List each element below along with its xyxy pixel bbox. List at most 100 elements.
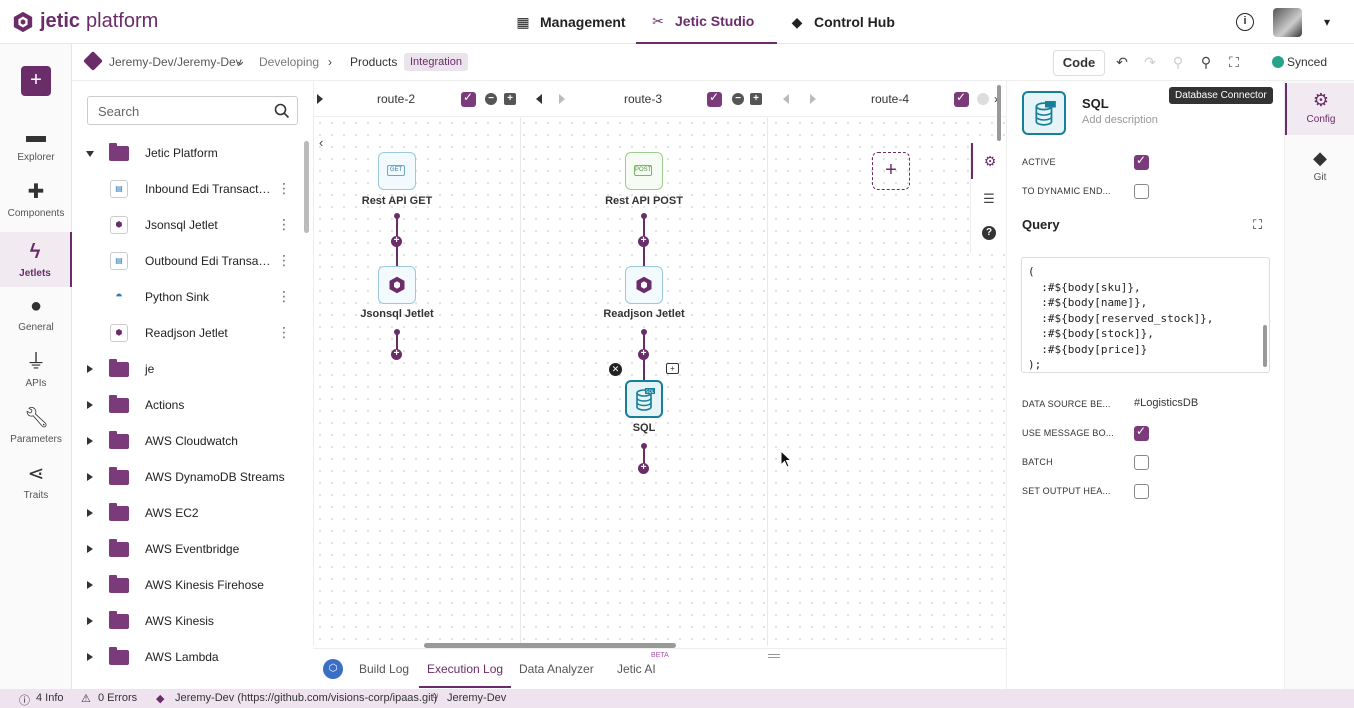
add-step-icon[interactable]: + [638,349,649,360]
tree-folder[interactable]: AWS EC2 [72,495,304,531]
breadcrumb-workspace[interactable]: Jeremy-Dev/Jeremy-Dev [109,55,242,69]
route-enabled-checkbox[interactable] [707,90,722,107]
caret-right-icon[interactable] [87,473,93,481]
tree-folder-root[interactable]: Jetic Platform [72,135,304,171]
caret-right-icon[interactable] [87,437,93,445]
collapse-panel-icon[interactable]: ‹ [319,135,324,150]
caret-right-icon[interactable] [87,365,93,373]
tab-execution-log[interactable]: Execution Log [427,662,504,676]
more-icon[interactable]: ⋮ [277,288,291,304]
search-input[interactable]: Search [87,96,298,125]
route-name[interactable]: route-4 [871,92,910,106]
list-item[interactable]: ◓ Python Sink ⋮ [72,279,304,315]
more-icon[interactable]: ⋮ [277,216,291,232]
tree-folder[interactable]: AWS Kinesis [72,603,304,639]
tree-folder[interactable]: Actions [72,387,304,423]
plus-square-icon[interactable]: + [750,93,762,105]
delete-step-icon[interactable]: ✕ [609,363,622,376]
rail-item-parameters[interactable]: 🔧︎ Parameters [0,406,72,462]
minus-icon[interactable]: − [732,93,744,105]
description-field[interactable]: Add description [1082,114,1158,126]
breadcrumb-project[interactable]: Products [350,55,398,69]
gear-icon[interactable]: ⚙ [971,143,1007,179]
tab-build-log[interactable]: Build Log [359,662,410,676]
use-message-body-checkbox[interactable] [1134,424,1149,441]
avatar[interactable] [1273,8,1302,37]
query-editor[interactable]: ( :#${body[sku]}, :#${body[name]}, :#${b… [1021,257,1270,373]
batch-checkbox[interactable] [1134,455,1149,470]
move-right-icon[interactable] [559,94,565,104]
rail-item-jetlets[interactable]: ϟ Jetlets [0,232,72,287]
minus-icon[interactable] [977,93,989,105]
duplicate-step-icon[interactable]: + [666,363,679,374]
more-icon[interactable]: ⋮ [277,324,291,340]
add-step-icon[interactable]: + [638,463,649,474]
rest-api-post-node[interactable]: POST [625,152,663,190]
nav-tab-management[interactable]: ▦ Management [516,0,625,44]
move-right-icon[interactable] [810,94,816,104]
rest-api-get-node[interactable]: GET [378,152,416,190]
tree-folder[interactable]: AWS Kinesis Firehose [72,567,304,603]
rail-item-git[interactable]: ◆ Git [1285,147,1354,183]
tree-folder[interactable]: AWS Lambda [72,639,304,675]
route-enabled-checkbox[interactable] [954,90,969,107]
add-button[interactable]: + [21,66,51,96]
more-icon[interactable]: ⋮ [277,252,291,268]
search-icon[interactable]: ⚲ [1200,54,1212,70]
add-step-icon[interactable]: + [638,236,649,247]
collapse-left-icon[interactable] [317,94,323,104]
caret-right-icon[interactable] [87,581,93,589]
nav-tab-control-hub[interactable]: ◆ Control Hub [790,0,895,44]
fullscreen-icon[interactable]: ⛶ [1229,54,1239,70]
move-left-icon[interactable] [783,94,789,104]
redo-icon[interactable]: ↷ [1144,54,1156,70]
jsonsql-jetlet-node[interactable] [378,266,416,304]
caret-right-icon[interactable] [87,545,93,553]
chevron-down-icon[interactable]: ⌄ [235,53,246,68]
repo-link[interactable]: Jeremy-Dev (https://github.com/visions-c… [175,692,438,704]
query-scrollbar[interactable] [1263,325,1267,367]
canvas-vscroll[interactable] [997,85,1001,141]
branch-name[interactable]: Jeremy-Dev [447,692,507,704]
rail-item-traits[interactable]: ⋖ Traits [0,462,72,518]
chevron-down-icon[interactable]: ▾ [1324,15,1331,29]
tree-folder[interactable]: AWS DynamoDB Streams [72,459,304,495]
rail-item-apis[interactable]: ⏚ APIs [0,350,72,406]
readjson-jetlet-node[interactable] [625,266,663,304]
route-enabled-checkbox[interactable] [461,90,476,107]
expand-right-icon[interactable]: › [994,92,998,106]
caret-down-icon[interactable] [86,151,94,157]
more-icon[interactable]: ⋮ [277,180,291,196]
data-source-value[interactable]: #LogisticsDB [1134,397,1199,409]
info-count[interactable]: 4 Info [36,692,64,704]
add-step-icon[interactable]: + [391,236,402,247]
move-left-icon[interactable] [536,94,542,104]
rail-item-general[interactable]: ● General [0,294,72,350]
active-checkbox[interactable] [1134,153,1149,170]
minus-icon[interactable]: − [485,93,497,105]
info-icon[interactable]: i [1236,13,1254,31]
set-output-header-checkbox[interactable] [1134,484,1149,499]
tree-folder[interactable]: AWS Eventbridge [72,531,304,567]
sql-node[interactable]: SQL [625,380,663,418]
caret-right-icon[interactable] [87,653,93,661]
rail-item-explorer[interactable]: ▬ Explorer [0,124,72,180]
route-canvas[interactable]: route-2 − + route-3 − + route-4 › ‹ GET … [313,81,1006,646]
add-step-icon[interactable]: + [391,349,402,360]
nav-tab-jetic-studio[interactable]: ✂ Jetic Studio [636,0,777,44]
list-item[interactable]: ▤ Inbound Edi Transaction... ⋮ [72,171,304,207]
zoom-out-icon[interactable]: ⚲ [1172,54,1184,70]
to-dynamic-checkbox[interactable] [1134,184,1149,199]
list-item[interactable]: ⬢ Readjson Jetlet ⋮ [72,315,304,351]
explorer-scrollbar[interactable] [304,141,309,233]
route-name[interactable]: route-2 [377,92,416,106]
caret-right-icon[interactable] [87,617,93,625]
canvas-hscroll[interactable] [424,643,676,648]
list-item[interactable]: ▤ Outbound Edi Transacti... ⋮ [72,243,304,279]
plus-square-icon[interactable]: + [504,93,516,105]
breadcrumb-stage[interactable]: Developing [259,55,320,69]
expand-query-icon[interactable]: ⛶ [1253,217,1263,232]
rail-item-config[interactable]: ⚙ Config [1285,83,1354,135]
undo-icon[interactable]: ↶ [1116,54,1128,70]
list-item[interactable]: ⬢ Jsonsql Jetlet ⋮ [72,207,304,243]
